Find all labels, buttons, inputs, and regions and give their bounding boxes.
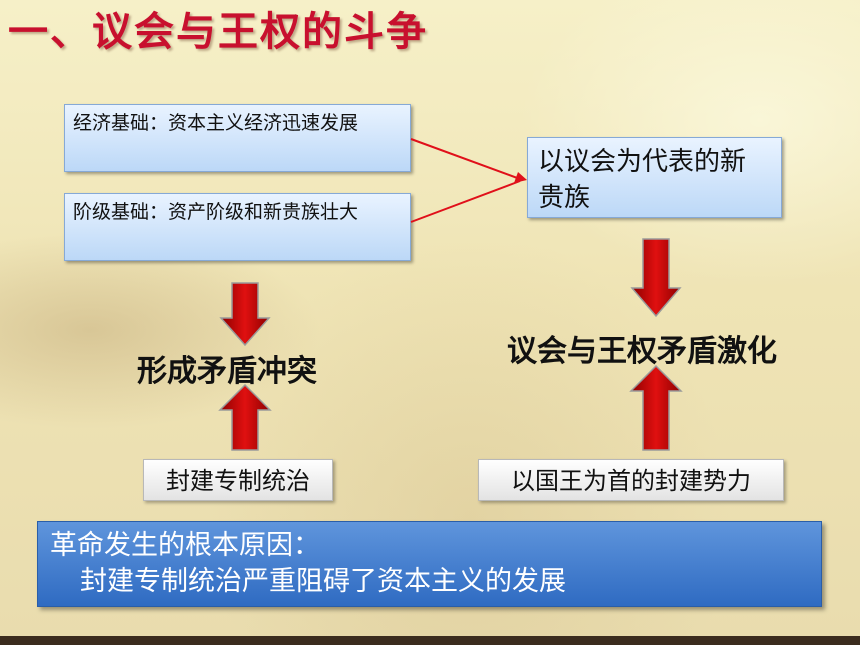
conclusion-line-1: 革命发生的根本原因：: [50, 530, 320, 561]
form-conflict-label: 形成矛盾冲突: [137, 354, 317, 389]
connector-arrow-bottom: [410, 180, 521, 223]
new-nobility-box: 以议会为代表的新贵族: [527, 137, 782, 218]
feudal-rule-box: 封建专制统治: [143, 459, 333, 501]
economic-basis-text: 经济基础：资本主义经济迅速发展: [73, 112, 359, 134]
down-arrow-right: [630, 238, 682, 318]
up-arrow-right: [629, 364, 683, 451]
class-basis-box: 阶级基础：资产阶级和新贵族壮大: [64, 193, 411, 261]
up-arrow-left: [218, 383, 272, 451]
economic-basis-box: 经济基础：资本主义经济迅速发展: [64, 104, 411, 172]
connector-arrow-top: [410, 138, 527, 183]
king-forces-box: 以国王为首的封建势力: [478, 459, 784, 501]
class-basis-text: 阶级基础：资产阶级和新贵族壮大: [73, 201, 359, 223]
conclusion-box: 革命发生的根本原因： 封建专制统治严重阻碍了资本主义的发展: [37, 521, 822, 607]
slide-title: 一、议会与王权的斗争: [8, 9, 428, 55]
conclusion-line-2: 封建专制统治严重阻碍了资本主义的发展: [80, 566, 566, 597]
new-nobility-text: 以议会为代表的新贵族: [538, 147, 747, 213]
footer-bar: [0, 636, 860, 645]
parliament-crown-conflict-label: 议会与王权矛盾激化: [507, 334, 777, 369]
down-arrow-left: [219, 282, 271, 347]
